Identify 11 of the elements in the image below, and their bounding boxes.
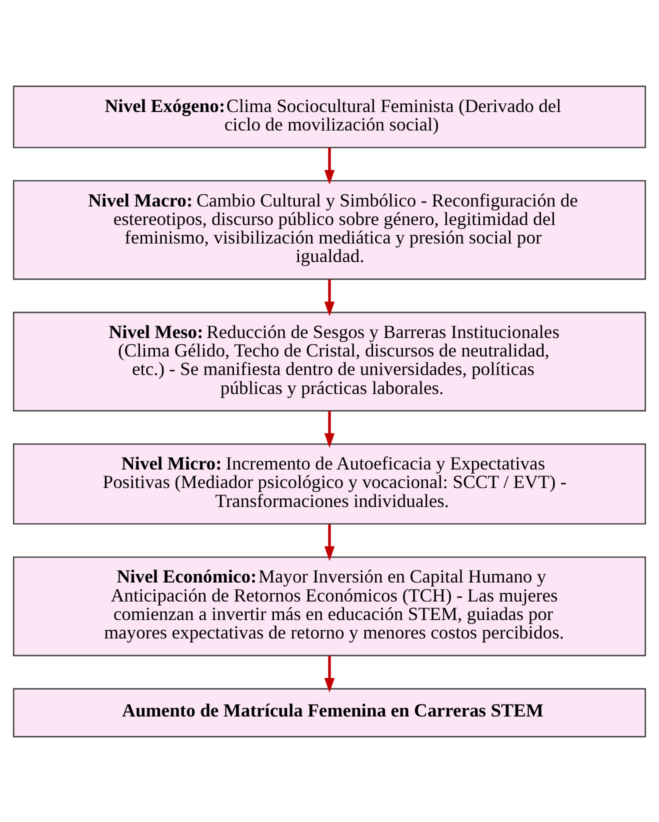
arrow [324,524,335,560]
node-box: Nivel Macro: Cambio Cultural y Simbólico - Reconfiguración de estereotipos, discurso público sobre género, legitimidad del feminismo, visibilización mediática y presión social por igualdad. [12,180,646,280]
arrow [324,147,335,184]
node-box: Nivel Exógeno:Clima Sociocultural Feminista (Derivado del ciclo de movilización social) [12,85,646,148]
arrow [324,655,335,692]
node-box: Nivel Micro: Incremento de Autoeficacia y Expectativas Positivas (Mediador psicológico y vocacional: SCCT / EVT) - Transformaciones individuales. [12,442,646,524]
node-box: Nivel Meso: Reducción de Sesgos y Barreras Institucionales (Clima Gélido, Techo de Cristal, discursos de neutralidad, etc.) - Se manifiesta dentro de universidades, políticas públicas y prácticas laborales. [12,311,646,411]
arrow [324,410,335,448]
node-box: Nivel Económico:Mayor Inversión en Capital Humano y Anticipación de Retornos Económicos (TCH) - Las mujeres comienzan a invertir más en educación STEM, guiadas por mayores expectativas de retorno y menores costos percibidos. [12,556,646,656]
node-box: Aumento de Matrícula Femenina en Carreras STEM [12,688,646,737]
arrow [324,278,335,316]
